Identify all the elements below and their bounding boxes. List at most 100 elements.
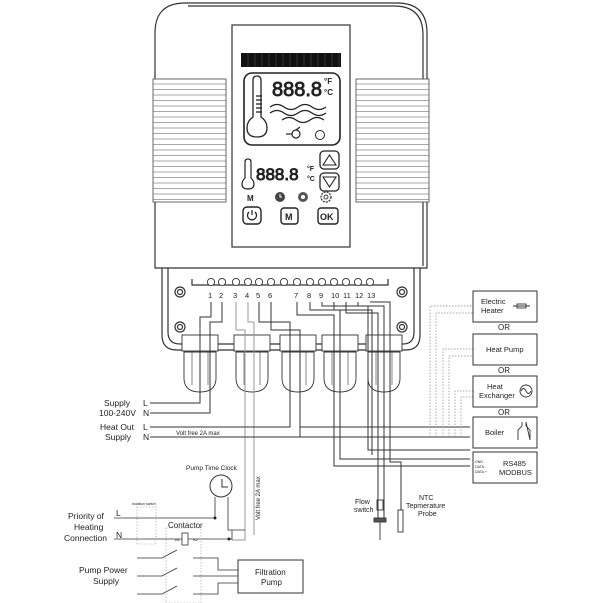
terminal-number: 12: [355, 291, 363, 300]
heat-pump-label: Heat Pump: [486, 345, 524, 354]
unit-c-2: °C: [307, 175, 315, 183]
heat-out-supply-label: Supply: [105, 432, 132, 442]
unit-f: °F: [324, 77, 332, 86]
terminal-number: 7: [294, 291, 298, 300]
priority-label-2: Heating: [74, 522, 104, 532]
heat-out-l-label: L: [143, 422, 148, 432]
resistor-icon: [513, 303, 530, 309]
gland-base: [233, 334, 271, 352]
unit-f-2: °F: [307, 165, 315, 173]
heat-exchanger-box: Heat Exchanger: [472, 375, 538, 408]
data-plus-label: DATA +: [475, 470, 487, 474]
heat-pump-box: Heat Pump: [472, 333, 538, 366]
thermometer-icon: [246, 75, 268, 138]
a2-label: A2: [193, 537, 199, 542]
volt-free-label: Volt free 2A max: [176, 431, 220, 437]
terminal-number: 10: [331, 291, 339, 300]
isolation-switch: [136, 506, 157, 545]
wires: [150, 301, 470, 541]
volt-free-vertical-label: Volt free 2A max: [256, 476, 262, 520]
boiler-icon: [517, 421, 531, 441]
left-grip: [152, 78, 227, 203]
electric-heater-label-1: Electric: [481, 297, 506, 306]
status-circle-icon: [315, 130, 325, 140]
down-button[interactable]: [319, 172, 340, 192]
control-wiring: [114, 497, 245, 595]
terminal-screw: [305, 277, 315, 287]
terminal-number: 11: [343, 291, 351, 300]
terminal-screw: [231, 277, 241, 287]
terminal-screw: [341, 277, 351, 287]
secondary-readout: 888.8: [256, 165, 299, 184]
ok-button[interactable]: OK: [317, 207, 339, 225]
arrow-up-icon: [321, 153, 338, 166]
settings-indicator-icon: [320, 191, 332, 203]
flow-switch-label-1: Flow: [355, 499, 371, 506]
device-option-wires: [429, 305, 473, 437]
terminal-number: 6: [268, 291, 272, 300]
terminal-number: 13: [367, 291, 375, 300]
main-display-frame: [243, 72, 341, 146]
rs485-box: GND DATA - DATA + RS485 MODBUS: [472, 451, 538, 484]
arrow-down-icon: [321, 176, 338, 189]
supply-n-label: N: [143, 408, 149, 418]
heat-out-n-label: N: [143, 432, 149, 442]
ok-button-label: OK: [320, 212, 334, 222]
power-button[interactable]: [242, 206, 262, 225]
timer-indicator-icon: [298, 192, 308, 202]
filtration-pump-box: Filtration Pump: [237, 559, 304, 594]
gland-nut: [281, 351, 315, 393]
pump-icon: [286, 126, 301, 139]
or-label-2: OR: [498, 366, 510, 375]
heat-exchanger-label-2: Exchanger: [479, 391, 515, 400]
right-grip: [355, 78, 430, 203]
heat-out-label: Heat Out: [100, 422, 135, 432]
pump-time-clock-label: Pump Time Clock: [186, 465, 238, 472]
controller-housing: [154, 2, 428, 269]
terminal-number: 1: [208, 291, 212, 300]
filtration-pump-label-2: Pump: [261, 578, 282, 587]
terminal-number: 8: [307, 291, 311, 300]
priority-n-label: N: [116, 530, 122, 540]
supply-label: Supply: [104, 398, 131, 408]
contactor-label: Contactor: [168, 521, 203, 530]
terminal-screw: [353, 277, 363, 287]
terminal-number: 4: [245, 291, 249, 300]
electric-heater-label-2: Heater: [481, 306, 504, 315]
data-minus-label: DATA -: [475, 465, 487, 469]
supply-l-label: L: [143, 398, 148, 408]
gland-nut: [235, 351, 269, 393]
boiler-label: Boiler: [485, 428, 505, 437]
unit-c: °C: [324, 88, 333, 97]
up-button[interactable]: [319, 150, 340, 170]
mode-button[interactable]: M: [280, 207, 299, 225]
contactor: [165, 527, 202, 603]
flow-switch-label-2: switch: [354, 507, 374, 514]
cable-glands: [181, 334, 403, 393]
or-label-3: OR: [498, 408, 510, 417]
pump-power-label-1: Pump Power: [79, 565, 128, 575]
gnd-label: GND: [475, 460, 483, 464]
terminal-screw: [365, 277, 375, 287]
flow-switch: [373, 499, 387, 540]
display-panel: 888.8 °F °C 888.8 °F °C M: [231, 24, 351, 248]
terminal-screw: [329, 277, 339, 287]
terminal-screw: [254, 277, 264, 287]
or-label-1: OR: [498, 323, 510, 332]
grip-ribs: [153, 83, 429, 200]
priority-label-3: Connection: [64, 533, 107, 543]
power-icon: [246, 210, 258, 221]
terminal-screw: [292, 277, 302, 287]
small-thermometer-icon: [241, 158, 255, 190]
gland-base: [279, 334, 317, 352]
a1-label: A1: [175, 537, 181, 542]
modbus-label: MODBUS: [499, 468, 532, 477]
filtration-pump-label-1: Filtration: [255, 568, 286, 577]
boiler-box: Boiler: [472, 416, 538, 449]
status-bar: [241, 53, 341, 67]
terminal-number: 5: [256, 291, 260, 300]
heat-exchanger-label-1: Heat: [487, 382, 504, 391]
